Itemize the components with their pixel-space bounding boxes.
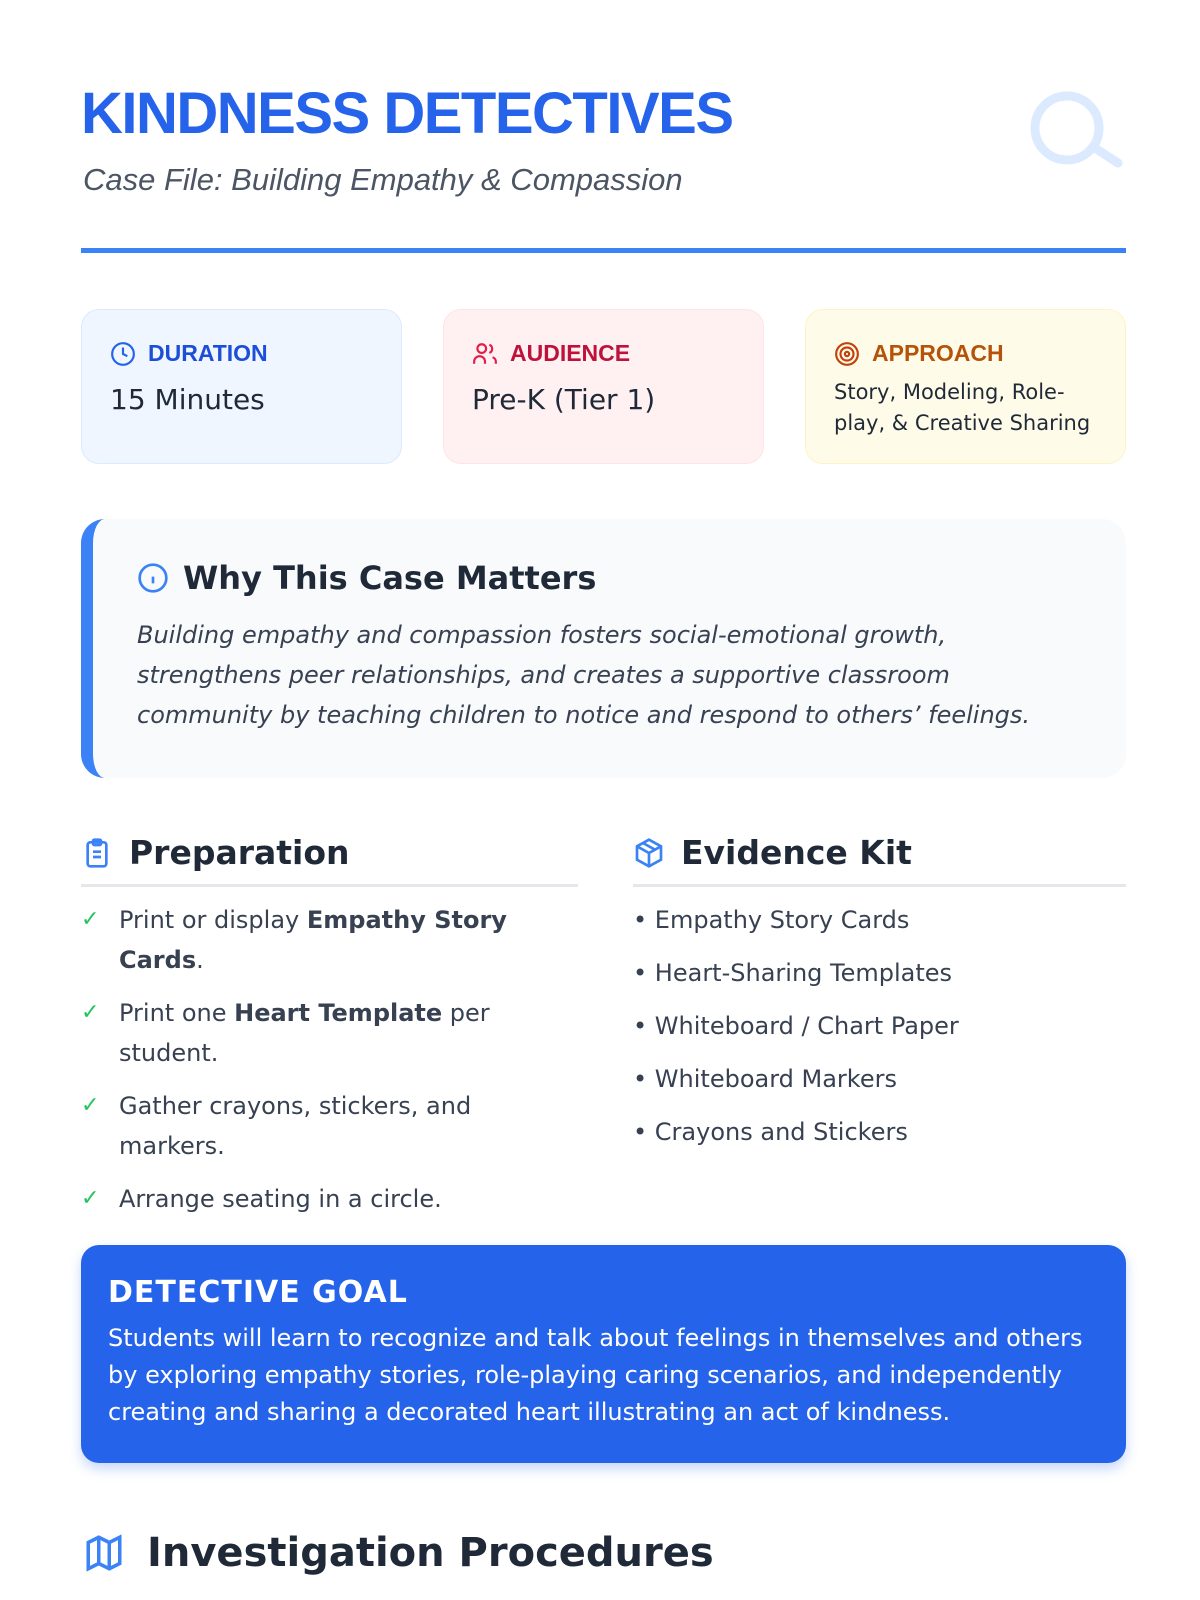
preparation-item: ✓ Arrange seating in a circle.	[81, 1179, 578, 1219]
duration-label: DURATION	[148, 340, 268, 366]
why-section: Why This Case Matters Building empathy a…	[81, 519, 1126, 778]
evidence-kit-item: • Heart-Sharing Templates	[633, 959, 953, 987]
procedures-title: Investigation Procedures	[147, 1530, 714, 1576]
goal-title: DETECTIVE GOAL	[108, 1275, 408, 1310]
audience-card: AUDIENCE Pre-K (Tier 1)	[443, 309, 764, 464]
page-title: KINDNESS DETECTIVES	[81, 81, 734, 146]
map-icon	[86, 1534, 122, 1572]
evidence-kit-item: • Empathy Story Cards	[633, 906, 910, 934]
check-icon: ✓	[81, 907, 100, 932]
preparation-section: Preparation ✓ Print or display Empathy St…	[81, 833, 578, 1219]
approach-label: APPROACH	[872, 340, 1004, 366]
why-title: Why This Case Matters	[183, 559, 597, 597]
preparation-item-text: Gather crayons, stickers, and markers.	[119, 1092, 472, 1160]
check-icon: ✓	[81, 1000, 100, 1025]
duration-card: DURATION 15 Minutes	[81, 309, 402, 464]
users-icon	[473, 342, 497, 364]
goal-text: Students will learn to recognize and tal…	[108, 1324, 1083, 1426]
preparation-item: ✓ Print or display Empathy Story Cards.	[81, 900, 578, 980]
preparation-item-text: Print one Heart Template per student.	[119, 999, 490, 1067]
bullet-icon: •	[633, 959, 655, 987]
evidence-kit-section: Evidence Kit • Empathy Story Cards • Hear…	[633, 833, 1126, 1152]
why-text: Building empathy and compassion fosters …	[137, 621, 1031, 729]
preparation-title: Preparation	[129, 833, 350, 872]
audience-value: Pre-K (Tier 1)	[472, 383, 656, 416]
bullet-icon: •	[633, 1065, 655, 1093]
target-icon	[835, 341, 859, 366]
page-subtitle: Case File: Building Empathy & Compassion	[83, 162, 683, 197]
clock-icon	[111, 341, 135, 366]
procedures-heading: Investigation Procedures	[83, 1530, 714, 1576]
evidence-kit-item: • Crayons and Stickers	[633, 1118, 908, 1146]
info-icon	[138, 563, 168, 593]
preparation-item: ✓ Print one Heart Template per student.	[81, 993, 578, 1073]
bullet-icon: •	[633, 1118, 655, 1146]
evidence-kit-item: • Whiteboard / Chart Paper	[633, 1012, 959, 1040]
evidence-kit-title: Evidence Kit	[681, 833, 912, 872]
preparation-item: ✓ Gather crayons, stickers, and markers.	[81, 1086, 578, 1166]
check-icon: ✓	[81, 1093, 100, 1118]
bullet-icon: •	[633, 906, 655, 934]
evidence-kit-item: • Whiteboard Markers	[633, 1065, 897, 1093]
approach-card: APPROACH Story, Modeling, Role-play, & C…	[805, 309, 1126, 464]
clipboard-icon	[86, 837, 108, 868]
check-icon: ✓	[81, 1186, 100, 1211]
preparation-item-text: Arrange seating in a circle.	[119, 1185, 442, 1213]
package-icon	[635, 837, 663, 868]
audience-label: AUDIENCE	[510, 340, 631, 366]
header-divider	[81, 248, 1126, 253]
duration-value: 15 Minutes	[110, 383, 265, 416]
approach-value: Story, Modeling, Role-play, & Creative S…	[834, 380, 1091, 435]
preparation-item-text: Print or display Empathy Story Cards.	[119, 906, 507, 974]
bullet-icon: •	[633, 1012, 655, 1040]
magnifier-icon	[1030, 91, 1123, 168]
detective-goal: DETECTIVE GOAL Students will learn to re…	[81, 1245, 1126, 1463]
